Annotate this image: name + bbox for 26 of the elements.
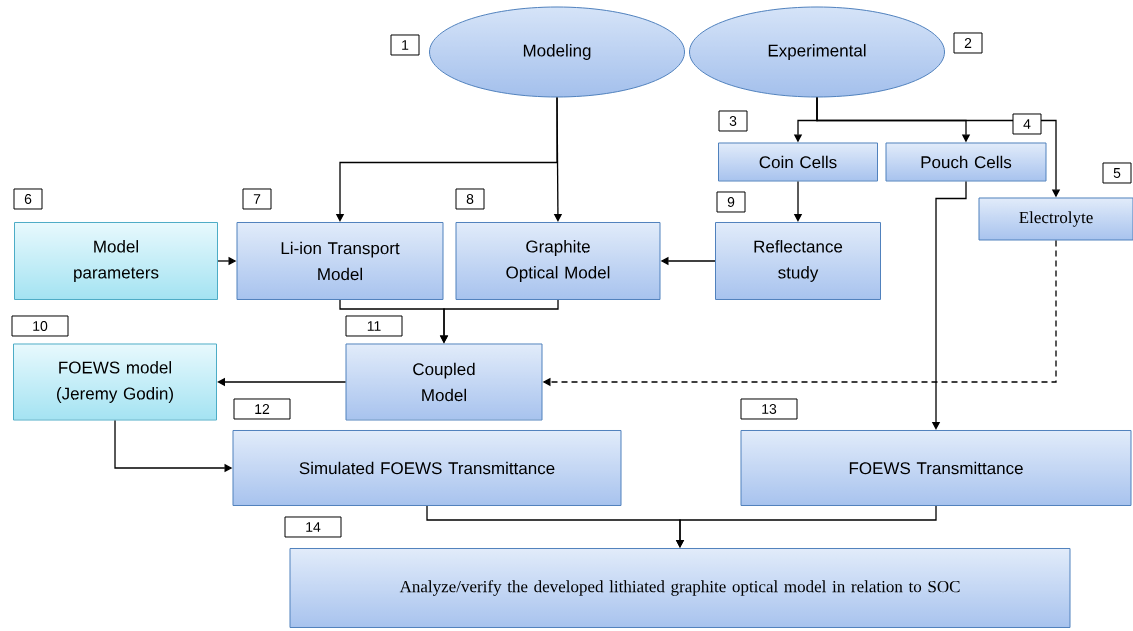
callout-number: 6 — [13, 188, 43, 210]
callout-number: 8 — [455, 188, 485, 210]
process-box: Li-ion Transport Model — [236, 222, 444, 300]
input-box: Model parameters — [14, 222, 218, 300]
callout-number: 2 — [953, 32, 983, 54]
callout-number: 5 — [1102, 162, 1132, 184]
callout-number: 3 — [718, 110, 748, 132]
process-box: Pouch Cells — [885, 142, 1047, 182]
process-box: Electrolyte — [978, 197, 1133, 241]
process-box: Reflectance study — [715, 222, 881, 300]
process-box: Coupled Model — [345, 343, 543, 421]
callout-number: 1 — [390, 34, 420, 56]
callout-number: 4 — [1012, 113, 1042, 135]
callout-number: 10 — [11, 315, 69, 337]
callout-number: 11 — [345, 315, 403, 337]
process-box: FOEWS Transmittance — [740, 430, 1132, 506]
callout-number: 13 — [740, 398, 798, 420]
process-box: Graphite Optical Model — [455, 222, 661, 300]
callout-number: 14 — [284, 516, 342, 538]
process-box: Simulated FOEWS Transmittance — [232, 430, 622, 506]
callout-number: 9 — [716, 191, 746, 213]
process-box: Analyze/verify the developed lithiated graphite optical model in relation to SOC — [289, 548, 1071, 628]
callout-number: 12 — [233, 398, 291, 420]
input-box: FOEWS model (Jeremy Godin) — [13, 343, 217, 421]
callout-number: 7 — [242, 188, 272, 210]
process-box: Coin Cells — [718, 142, 878, 182]
